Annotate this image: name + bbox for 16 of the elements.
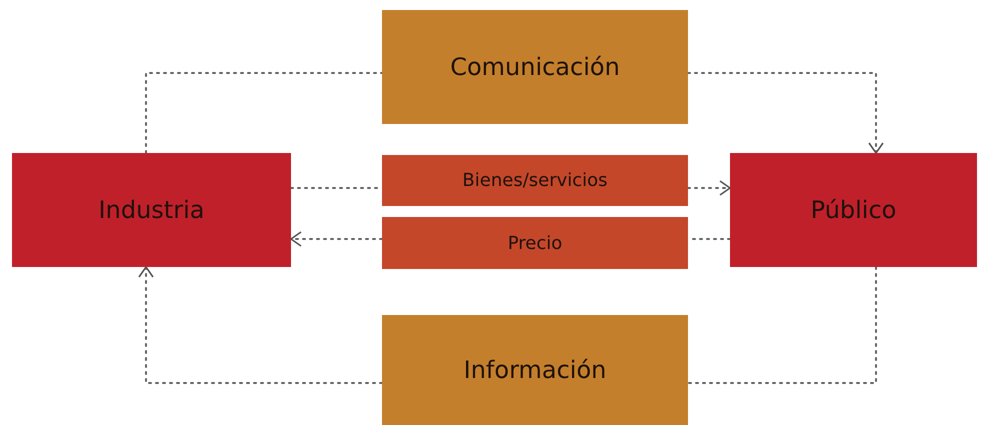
label-box	[382, 315, 688, 425]
box-label: Información	[464, 356, 606, 384]
label-box	[730, 153, 977, 267]
label-box	[12, 153, 291, 267]
dotted-arrow	[138, 266, 383, 384]
label-box	[382, 217, 688, 269]
label-box	[382, 155, 688, 206]
box-label: Público	[810, 196, 896, 224]
dotted-arrow	[290, 231, 383, 247]
box-label: Comunicación	[450, 53, 620, 81]
dotted-arrow	[687, 180, 731, 196]
box-label: Bienes/servicios	[462, 170, 608, 191]
dotted-arrow	[687, 72, 884, 154]
box-label: Precio	[508, 232, 562, 254]
label-box	[382, 10, 688, 124]
box-label: Industria	[98, 196, 204, 224]
